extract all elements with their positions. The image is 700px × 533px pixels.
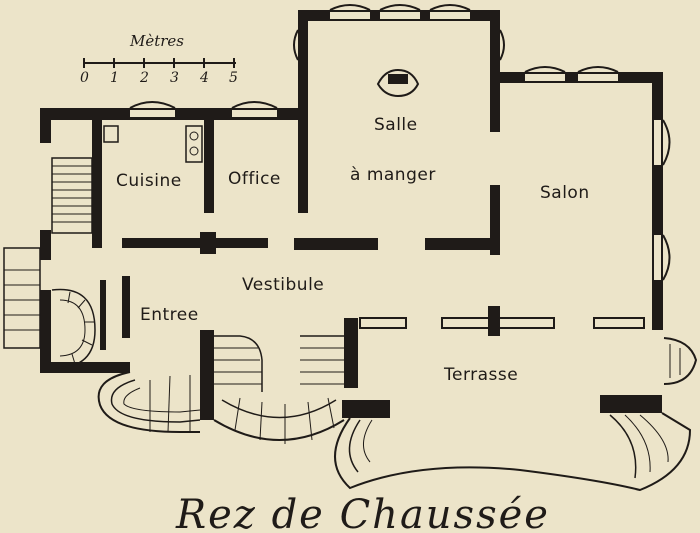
porch-column-icon (663, 337, 698, 385)
room-label-salle: Salle (374, 115, 418, 135)
scale-tick-1: 1 (110, 70, 119, 86)
scale-tick-3: 3 (170, 70, 179, 86)
room-labels: Cuisine Office Salle à manger Salon Vest… (116, 115, 590, 385)
sideboard-icon (376, 68, 420, 98)
terrace-steps (334, 412, 692, 492)
room-label-cuisine: Cuisine (116, 171, 182, 191)
spiral-staircase (51, 288, 96, 369)
scale-tick-4: 4 (199, 70, 209, 86)
kitchen-sink-icon (103, 125, 119, 143)
entrance-steps (97, 371, 201, 433)
windows (129, 4, 671, 281)
scale-unit-label: Mètres (129, 32, 184, 50)
scale-tick-2: 2 (139, 70, 149, 86)
room-label-terrasse: Terrasse (443, 365, 518, 385)
room-label-salon: Salon (540, 183, 590, 203)
interior-walls (92, 108, 645, 420)
grand-staircase (213, 335, 345, 444)
room-label-a-manger: à manger (350, 165, 436, 185)
room-label-entree: Entree (140, 305, 199, 325)
plan-title: Rez de Chaussée (175, 492, 550, 533)
room-label-vestibule: Vestibule (242, 275, 324, 295)
main-staircase (51, 157, 93, 234)
room-label-office: Office (228, 169, 281, 189)
side-entrance-steps (3, 247, 41, 349)
scale-tick-5: 5 (229, 70, 238, 86)
kitchen-stove-icon (185, 125, 203, 163)
scale-tick-0: 0 (80, 70, 89, 86)
scale-bar: Mètres 0 1 2 3 4 5 (80, 32, 238, 86)
